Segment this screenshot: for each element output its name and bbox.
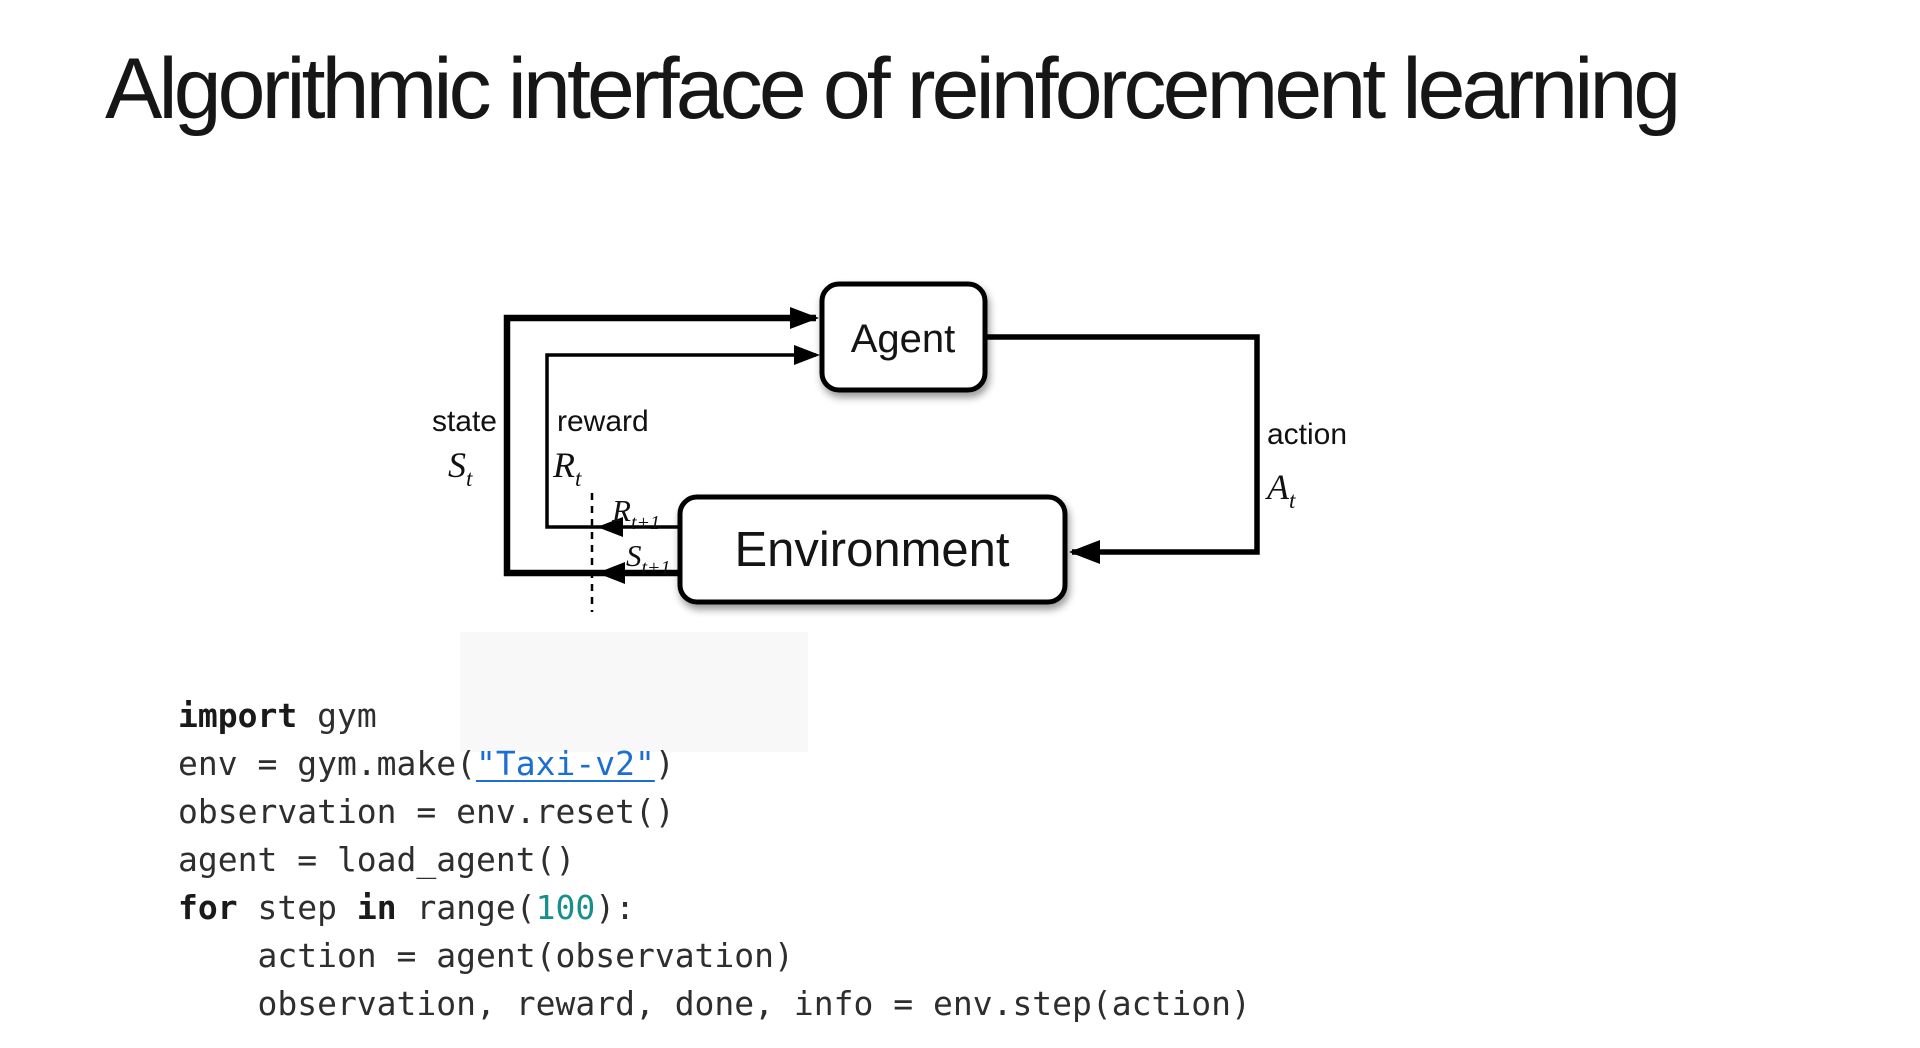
code-token: range( (396, 888, 536, 927)
code-link-taxi-v2[interactable]: "Taxi-v2" (476, 744, 655, 783)
code-line: observation, reward, done, info = env.st… (178, 980, 1251, 1028)
code-token: observation, reward, done, info = env.st… (178, 984, 1251, 1023)
action-loop-line (985, 334, 1260, 564)
state-arrowhead-into-agent (790, 307, 819, 329)
code-token: observation = env.reset() (178, 792, 675, 831)
code-line: agent = load_agent() (178, 836, 1251, 884)
next-state-symbol: St+1 (626, 538, 671, 579)
reward-loop-line (545, 345, 820, 537)
code-token: for (178, 888, 238, 927)
code-token: action = agent(observation) (178, 936, 794, 975)
action-label: action (1267, 418, 1347, 451)
action-arrowhead-into-environment (1069, 540, 1100, 564)
code-line: import gym (178, 692, 1251, 740)
code-line: for step in range(100): (178, 884, 1251, 932)
action-symbol: At (1265, 467, 1296, 513)
code-token: ) (654, 744, 675, 783)
code-token: 100 (535, 888, 596, 927)
reward-symbol: Rt (552, 445, 582, 491)
code-line: observation = env.reset() (178, 788, 1251, 836)
next-reward-symbol: Rt+1 (611, 493, 660, 534)
environment-box: Environment (677, 494, 1068, 605)
code-background-patch (460, 632, 808, 752)
code-token: gym (297, 696, 377, 735)
reward-label: reward (557, 405, 649, 438)
code-token: ): (595, 888, 636, 927)
reward-arrowhead-into-agent (794, 345, 820, 365)
environment-box-label: Environment (734, 523, 1009, 577)
code-token: env = gym.make( (178, 744, 477, 783)
next-state-arrowhead (597, 562, 625, 584)
code-line: action = agent(observation) (178, 932, 1251, 980)
next-reward-arrowhead (597, 517, 623, 537)
code-token: import (178, 696, 298, 735)
code-token: agent = load_agent() (178, 840, 576, 879)
page-title: Algorithmic interface of reinforcement l… (105, 41, 1681, 137)
code-token: in (356, 888, 397, 927)
agent-box: Agent (819, 281, 988, 393)
state-loop-line (503, 307, 819, 584)
agent-box-label: Agent (851, 317, 956, 361)
code-token: step (237, 888, 357, 927)
state-label: state (432, 405, 497, 438)
code-line: env = gym.make("Taxi-v2") (178, 740, 1251, 788)
state-symbol: St (448, 445, 473, 491)
